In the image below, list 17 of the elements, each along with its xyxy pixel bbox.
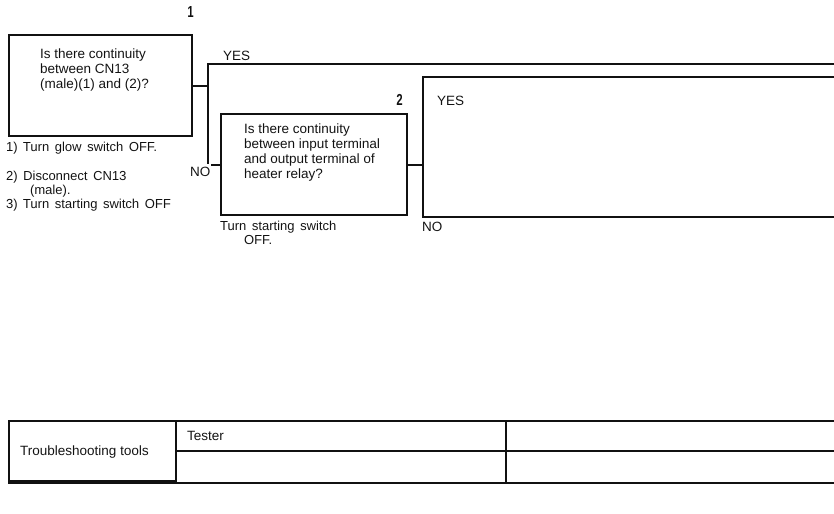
instruction-note: 2) Disconnect CN13 (male). bbox=[6, 169, 128, 197]
question-box bbox=[220, 113, 408, 216]
edge-label: YES bbox=[222, 48, 252, 63]
step-number: 2 bbox=[396, 92, 403, 110]
instruction-note: 1) Turn glow switch OFF. bbox=[6, 140, 158, 154]
connector-line bbox=[193, 85, 220, 166]
table-header: Troubleshooting tools bbox=[19, 443, 150, 459]
instruction-note: 3) Turn starting switch OFF bbox=[6, 197, 172, 211]
edge-label: YES bbox=[436, 93, 466, 108]
question-text: Is there continuity between CN13 (male)(1) and (2)? bbox=[40, 46, 150, 91]
question-text: Is there continuity between input terminal and output terminal of heater relay? bbox=[244, 121, 381, 181]
edge-label: NO bbox=[421, 219, 444, 234]
edge-label: NO bbox=[189, 164, 212, 179]
tool-name: Tester bbox=[186, 427, 225, 445]
instruction-note: Turn starting switch OFF. bbox=[220, 219, 338, 247]
question-box bbox=[8, 34, 193, 137]
step-number: 1 bbox=[187, 4, 194, 22]
